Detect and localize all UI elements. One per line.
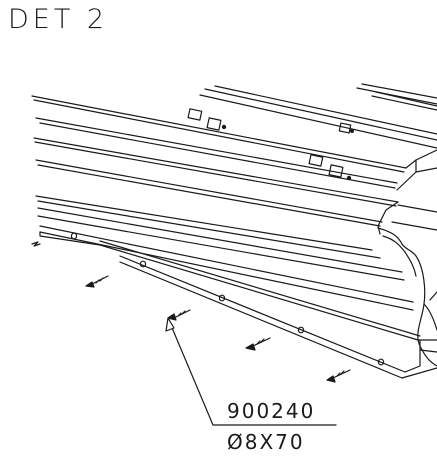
rail-holes [70,232,385,366]
break-mark [31,241,41,247]
screw-1 [85,275,109,288]
front-rail [35,195,437,379]
part-number-label: 900240 [227,399,316,423]
screw-spec-label: Ø8X70 [227,430,305,454]
detail-title: DET 2 [8,4,109,35]
upper-slat-1 [199,85,437,149]
bracket-3 [338,122,355,134]
screw-3 [245,337,271,351]
bracket-1 [187,108,227,131]
screw-4 [326,369,351,383]
rear-frame [356,83,437,231]
callout-leader [165,317,337,426]
upper-slat-2 [31,95,437,191]
bracket-2 [308,154,352,181]
screw-2 [167,309,191,321]
end-support [377,227,437,367]
upper-slat-3 [33,137,437,235]
